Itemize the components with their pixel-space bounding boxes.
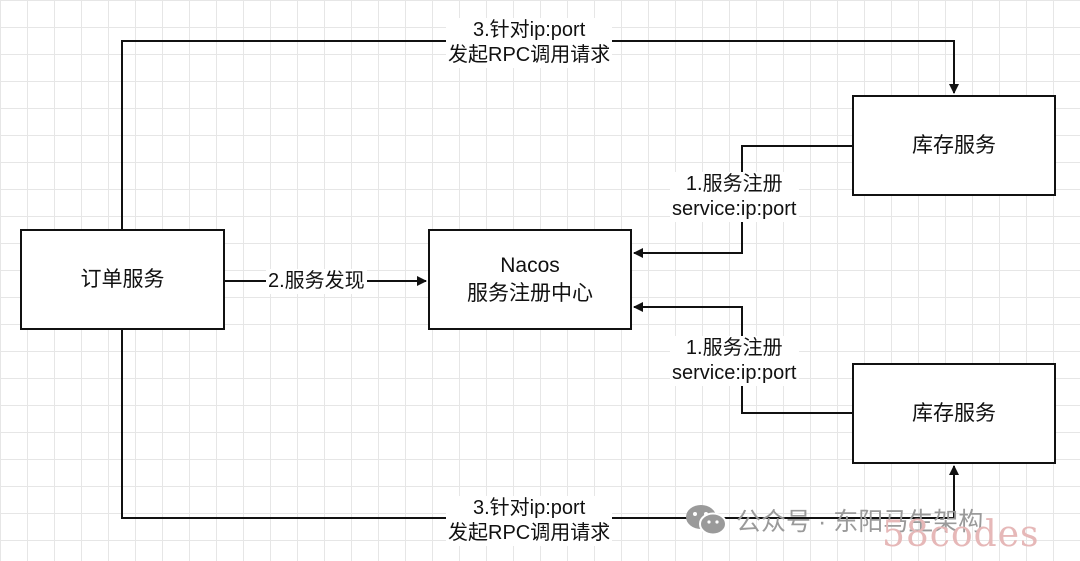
watermark-text: 公众号 · 东阳马生架构 [736, 508, 984, 536]
register-top-line1: 1.服务注册 [685, 173, 783, 195]
rpc-top-line2: 发起RPC调用请求 [448, 44, 611, 66]
register-bottom-line2: service:ip:port [672, 362, 797, 384]
rpc-bottom-line1: 3.针对ip:port [472, 497, 586, 519]
edge-label-register-top: 1.服务注册 service:ip:port [670, 172, 799, 222]
edge-label-rpc-bottom: 3.针对ip:port 发起RPC调用请求 [446, 496, 613, 546]
order-service-label: 订单服务 [80, 267, 165, 291]
nacos-title: Nacos [500, 253, 560, 277]
inventory-bottom-label: 库存服务 [912, 401, 996, 425]
register-top-line2: service:ip:port [672, 198, 797, 220]
wechat-icon [686, 505, 727, 536]
inventory-service-bottom-node: 库存服务 [852, 363, 1056, 464]
watermark-code: 58codes [882, 514, 1040, 555]
discover-text: 2.服务发现 [268, 270, 365, 292]
inventory-top-label: 库存服务 [912, 133, 996, 157]
edge-label-rpc-top: 3.针对ip:port 发起RPC调用请求 [446, 18, 613, 68]
edge-label-discover: 2.服务发现 [266, 269, 367, 294]
edge-label-register-bottom: 1.服务注册 service:ip:port [670, 336, 799, 386]
nacos-subtitle: 服务注册中心 [467, 281, 593, 305]
watermark: 公众号 · 东阳马生架构 [684, 502, 983, 538]
register-bottom-line1: 1.服务注册 [685, 337, 783, 359]
rpc-bottom-line2: 发起RPC调用请求 [448, 522, 611, 544]
nacos-registry-node: Nacos 服务注册中心 [428, 229, 632, 330]
order-service-node: 订单服务 [20, 229, 225, 330]
rpc-top-line1: 3.针对ip:port [472, 19, 586, 41]
inventory-service-top-node: 库存服务 [852, 95, 1056, 196]
edge-rpc-bottom [121, 330, 959, 519]
edge-rpc-top [121, 40, 959, 229]
